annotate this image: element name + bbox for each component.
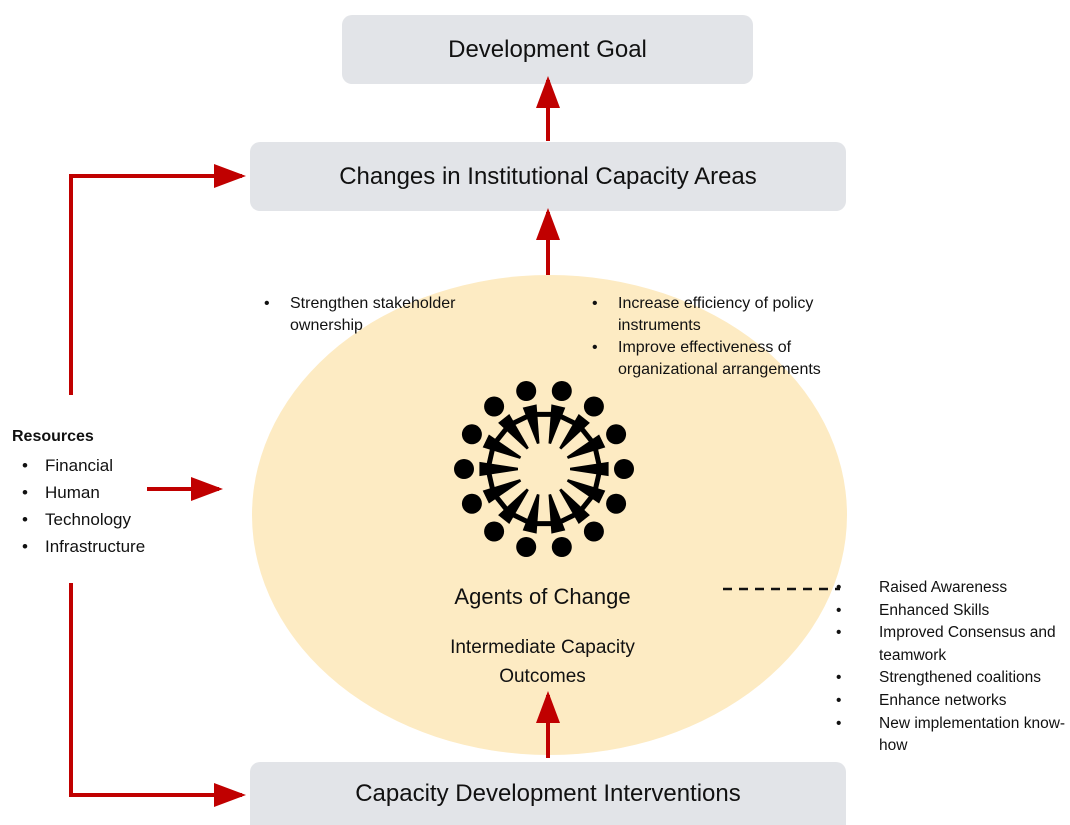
person-head xyxy=(606,424,627,445)
resources-list: Financial Human Technology Infrastructur… xyxy=(20,452,170,560)
person-head xyxy=(551,381,572,401)
outcome-item: Enhanced Skills xyxy=(836,600,1070,623)
resource-item-financial: Financial xyxy=(20,452,170,479)
people-circle-icon xyxy=(454,381,634,557)
person-head xyxy=(614,459,634,479)
person-body xyxy=(559,414,590,450)
arrow-resources-to-capacity-areas xyxy=(69,164,246,395)
resource-item-human: Human xyxy=(20,479,170,506)
person-body xyxy=(566,479,606,504)
person-body xyxy=(548,404,566,444)
person-body xyxy=(559,488,590,524)
capacity-areas-left-list: Strengthen stakeholder ownership xyxy=(260,293,520,337)
list-item: Increase efficiency of policy instrument… xyxy=(588,293,878,337)
person-body xyxy=(548,494,566,534)
resource-item-infrastructure: Infrastructure xyxy=(20,533,170,560)
outcome-item: Strengthened coalitions xyxy=(836,667,1070,690)
person-body xyxy=(522,494,540,534)
person-body xyxy=(566,434,606,459)
development-goal-label: Development Goal xyxy=(448,35,647,63)
person-head xyxy=(583,521,604,542)
list-item: Improve effectiveness of organizational … xyxy=(588,337,878,381)
arrow-resources-to-interventions xyxy=(69,583,246,807)
person-head xyxy=(516,381,537,401)
institutional-capacity-label: Changes in Institutional Capacity Areas xyxy=(339,162,757,190)
capacity-areas-right-list: Increase efficiency of policy instrument… xyxy=(588,293,878,381)
person-body xyxy=(570,461,609,477)
person-body xyxy=(498,414,529,450)
intermediate-outcomes-label: Intermediate Capacity Outcomes xyxy=(400,633,685,691)
person-head xyxy=(454,459,474,479)
person-head xyxy=(551,537,572,557)
resource-item-technology: Technology xyxy=(20,506,170,533)
person-head xyxy=(484,396,505,417)
outcomes-list: Raised Awareness Enhanced Skills Improve… xyxy=(836,577,1070,758)
person-body xyxy=(482,434,522,459)
institutional-capacity-box: Changes in Institutional Capacity Areas xyxy=(250,142,846,211)
intermediate-outcomes-line2: Outcomes xyxy=(499,666,586,687)
interventions-label: Capacity Development Interventions xyxy=(355,779,741,807)
person-head xyxy=(606,493,627,514)
person-head xyxy=(583,396,604,417)
person-body xyxy=(522,404,540,444)
intermediate-outcomes-line1: Intermediate Capacity xyxy=(450,637,635,658)
outcome-item: Enhance networks xyxy=(836,690,1070,713)
person-head xyxy=(516,537,537,557)
person-body xyxy=(482,479,522,504)
list-item: Strengthen stakeholder ownership xyxy=(260,293,520,337)
development-goal-box: Development Goal xyxy=(342,15,753,84)
person-body xyxy=(479,461,518,477)
agents-of-change-label: Agents of Change xyxy=(454,584,631,609)
person-head xyxy=(461,424,482,445)
interventions-box: Capacity Development Interventions xyxy=(250,762,846,825)
outcome-item: Improved Consensus and teamwork xyxy=(836,622,1070,667)
resources-title: Resources xyxy=(12,428,94,445)
outcome-item: New implementation know-how xyxy=(836,713,1070,758)
person-head xyxy=(484,521,505,542)
person-body xyxy=(498,488,529,524)
person-head xyxy=(461,493,482,514)
